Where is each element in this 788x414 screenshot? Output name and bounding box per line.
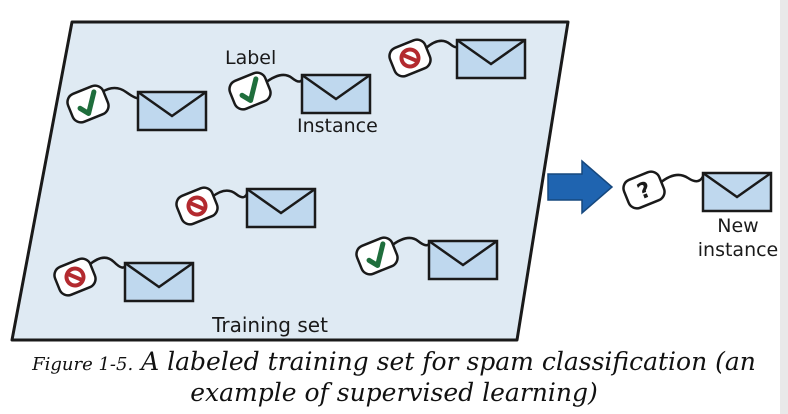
scrollbar-edge bbox=[780, 0, 788, 414]
caption-line-2: example of supervised learning) bbox=[190, 378, 598, 407]
instance-callout: Instance bbox=[297, 115, 378, 137]
caption-prefix: Figure 1-5. bbox=[32, 354, 134, 375]
caption-text-1: A labeled training set for spam classifi… bbox=[141, 347, 756, 376]
training-instance bbox=[227, 70, 372, 115]
figure-caption: Figure 1-5. A labeled training set for s… bbox=[0, 348, 788, 407]
training-instance bbox=[387, 37, 527, 80]
new-instance: ? bbox=[619, 167, 773, 213]
new-instance-label-line1: New bbox=[717, 215, 758, 237]
training-instance bbox=[174, 185, 317, 229]
training-instance bbox=[354, 235, 499, 281]
caption-line-1: Figure 1-5. A labeled training set for s… bbox=[0, 348, 788, 379]
envelope-icon bbox=[455, 38, 527, 80]
training-set-label: Training set bbox=[211, 313, 328, 337]
label-callout: Label bbox=[225, 47, 276, 69]
training-instance bbox=[65, 83, 208, 132]
envelope-icon bbox=[300, 73, 372, 115]
envelope-icon bbox=[701, 171, 773, 213]
envelope-icon bbox=[427, 239, 499, 281]
envelope-icon bbox=[245, 187, 317, 229]
arrow-icon bbox=[547, 159, 614, 215]
new-instance-label-line2: instance bbox=[698, 239, 779, 261]
envelope-icon bbox=[123, 261, 195, 303]
unknown-label-icon: ? bbox=[619, 167, 669, 213]
training-instance bbox=[52, 256, 195, 303]
envelope-icon bbox=[136, 90, 208, 132]
